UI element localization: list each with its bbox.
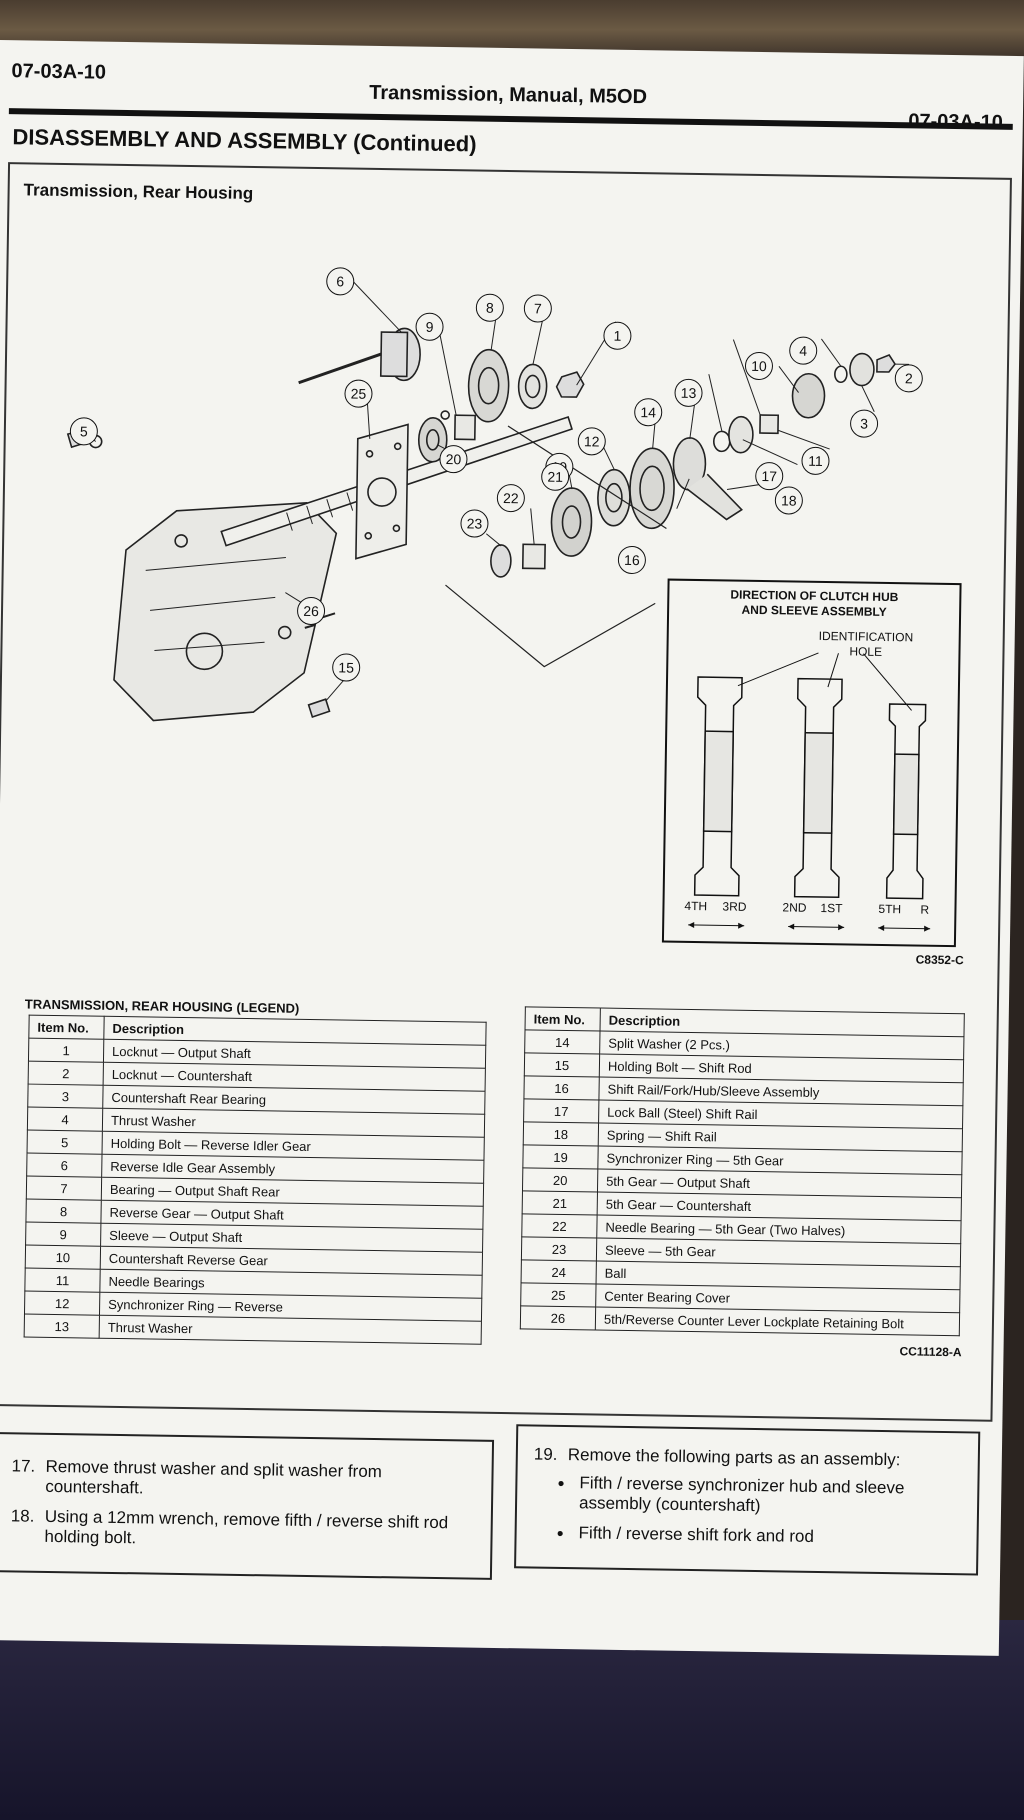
step-text: Remove thrust washer and split washer fr… [45,1456,383,1498]
legend-item-no: 25 [520,1282,597,1308]
legend-item-no: 3 [27,1084,104,1109]
legend-item-no: 10 [25,1245,101,1270]
label-3rd: 3RD [722,899,747,914]
legend-item-no: 18 [523,1121,599,1147]
legend-item-no: 21 [522,1190,598,1216]
step-text: Using a 12mm wrench, remove fifth / reve… [44,1506,449,1548]
legend-item-no: 17 [523,1098,599,1124]
column-header-item-no: Item No. [525,1006,601,1032]
legend-item-no: 15 [524,1052,600,1078]
page-header-title: Transmission, Manual, M5OD [369,81,648,109]
steps-box-right: 19. Remove the following parts as an ass… [514,1424,981,1576]
legend-item-no: 1 [28,1038,104,1063]
bullet-shift-fork: Fifth / reverse shift fork and rod [578,1523,938,1549]
legend-item-no: 7 [26,1176,102,1201]
legend-item-no: 14 [524,1029,601,1055]
figure-title: Transmission, Rear Housing [23,180,254,203]
legend-item-no: 4 [27,1107,103,1132]
step-number: 18. [10,1506,35,1526]
step-18: 18. Using a 12mm wrench, remove fifth / … [10,1506,479,1553]
column-header-item-no: Item No. [28,1015,105,1040]
legend-item-no: 16 [523,1075,600,1101]
steps-box-left: 17. Remove thrust washer and split washe… [0,1432,495,1580]
legend-item-no: 24 [521,1259,597,1285]
legend-item-no: 22 [521,1213,598,1239]
label-2nd: 2ND [782,900,807,915]
legend-item-no: 5 [27,1130,103,1155]
section-title: DISASSEMBLY AND ASSEMBLY (Continued) [12,124,477,157]
label-1st: 1ST [820,900,843,916]
step-number: 17. [11,1456,36,1476]
label-r: R [920,902,930,917]
legend-item-no: 19 [522,1144,599,1170]
clutch-hub-direction-inset: DIRECTION OF CLUTCH HUB AND SLEEVE ASSEM… [661,578,962,948]
label-4th: 4TH [684,898,708,914]
legend-item-no: 2 [28,1061,104,1086]
page-code-left: 07-03A-10 [11,60,107,84]
step-17: 17. Remove thrust washer and split washe… [11,1456,480,1503]
legend-item-no: 8 [25,1199,102,1224]
legend-item-no: 13 [24,1314,100,1339]
bullet-hub-sleeve: Fifth / reverse synchronizer hub and sle… [579,1473,940,1519]
manual-page: 07-03A-10 Transmission, Manual, M5OD 07-… [0,40,1024,1656]
step-number: 19. [533,1444,558,1464]
figure-code-legend: CC11128-A [899,1344,962,1360]
hub-sleeve-cross-sections [688,652,931,932]
legend-item-no: 23 [521,1236,597,1262]
legend-item-no: 12 [24,1291,100,1316]
exploded-view-drawing [66,278,910,722]
legend-item-no: 20 [522,1167,598,1193]
legend-item-no: 9 [25,1222,101,1247]
legend-item-no: 6 [26,1153,103,1178]
legend-item-no: 11 [24,1268,101,1293]
legend-item-no: 26 [520,1305,596,1331]
figure-code-inset: C8352-C [915,952,964,968]
label-5th: 5TH [878,901,902,917]
step-text: Remove the following parts as an assembl… [567,1445,901,1470]
step-19: 19. Remove the following parts as an ass… [534,1445,966,1472]
